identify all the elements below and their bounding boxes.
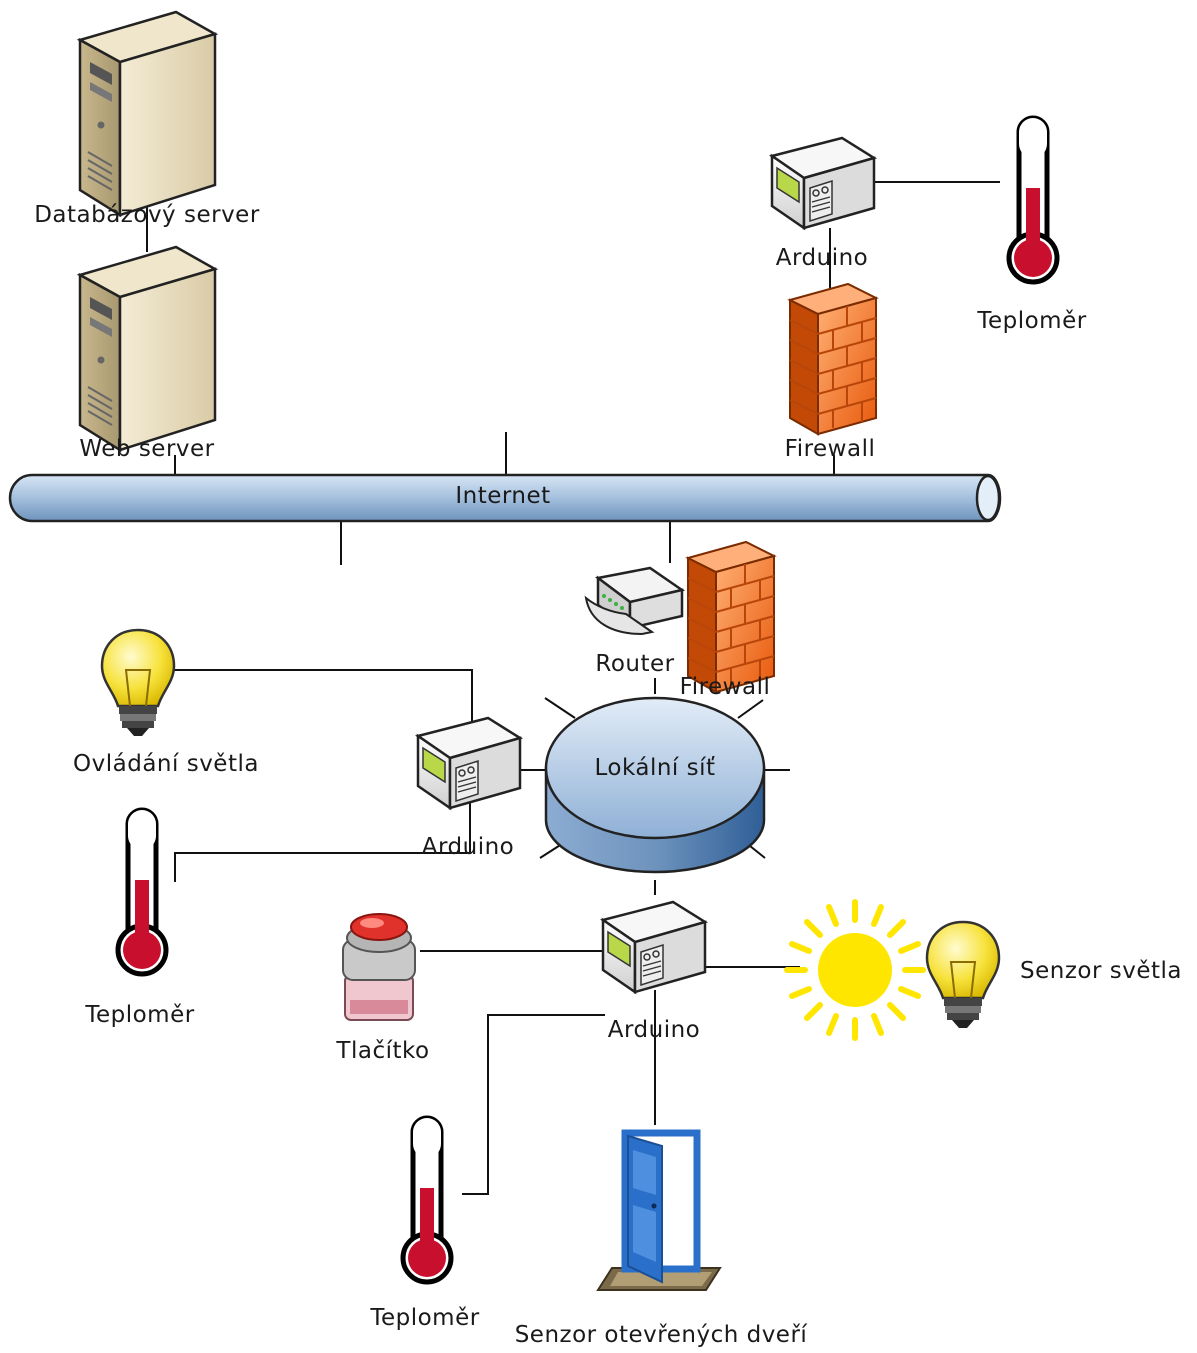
- label-router: Router: [595, 651, 675, 677]
- light-bulb-icon: [100, 628, 176, 738]
- router-icon: [584, 566, 686, 636]
- internet-pipe: [8, 473, 1002, 523]
- label-light-control: Ovládání světla: [73, 751, 259, 777]
- arduino-icon: [601, 900, 707, 994]
- label-firewall-local: Firewall: [679, 674, 771, 700]
- label-door-sensor: Senzor otevřených dveří: [514, 1322, 808, 1348]
- network-disk-icon: [544, 696, 766, 874]
- firewall-icon: [687, 541, 775, 693]
- label-arduino-top: Arduino: [775, 245, 869, 271]
- label-local-network: Lokální síť: [594, 755, 716, 781]
- label-arduino-left: Arduino: [421, 834, 515, 860]
- light-bulb-icon: [925, 920, 1001, 1030]
- server-icon: [78, 245, 217, 452]
- label-firewall-top: Firewall: [784, 436, 876, 462]
- label-light-sensor: Senzor světla: [1020, 958, 1182, 984]
- thermometer-icon: [118, 810, 166, 974]
- label-arduino-bottom: Arduino: [607, 1017, 701, 1043]
- push-button-icon: [342, 913, 416, 1021]
- thermometer-icon: [403, 1118, 451, 1282]
- sun-icon: [784, 899, 926, 1041]
- label-thermometer-top: Teploměr: [977, 308, 1087, 334]
- label-web-server: Web server: [79, 436, 215, 462]
- label-button: Tlačítko: [336, 1038, 430, 1064]
- label-database-server: Databázový server: [34, 202, 260, 228]
- door-icon: [596, 1129, 722, 1291]
- arduino-icon: [416, 716, 522, 810]
- label-internet: Internet: [455, 483, 551, 509]
- label-thermometer-left: Teploměr: [85, 1002, 195, 1028]
- thermometer-icon: [1009, 118, 1057, 282]
- firewall-icon: [789, 283, 877, 435]
- server-icon: [78, 10, 217, 217]
- label-thermometer-bottom: Teploměr: [370, 1305, 480, 1331]
- arduino-icon: [770, 136, 876, 230]
